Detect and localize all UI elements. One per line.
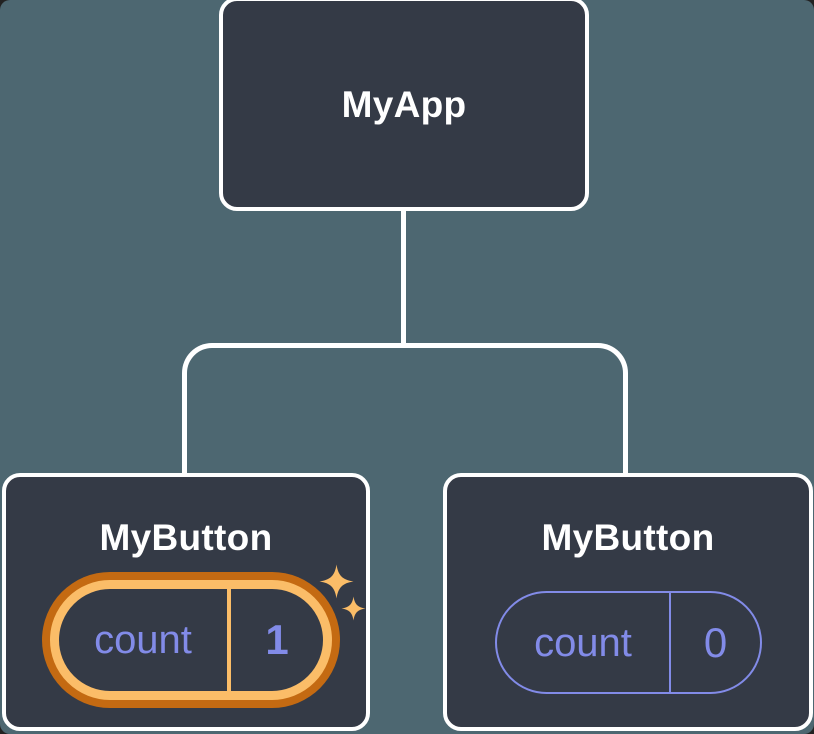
state-pill-plain: count 0 bbox=[495, 591, 762, 694]
node-mybutton-left: MyButton count 1 bbox=[2, 473, 370, 731]
node-mybutton-right-label: MyButton bbox=[541, 517, 715, 558]
node-mybutton-left-label: MyButton bbox=[99, 517, 273, 558]
node-myapp: MyApp bbox=[219, 0, 589, 211]
connector-branch-bracket bbox=[182, 343, 628, 473]
node-mybutton-right: MyButton count 0 bbox=[443, 473, 813, 731]
connector-root-stem bbox=[401, 205, 406, 346]
node-myapp-label: MyApp bbox=[341, 83, 467, 125]
sparkles-icon bbox=[319, 564, 366, 621]
pill-divider bbox=[669, 593, 671, 692]
state-pill-highlighted: count 1 bbox=[50, 580, 332, 700]
state-value: 1 bbox=[265, 616, 289, 663]
state-key-label: count bbox=[94, 618, 192, 662]
pill-divider bbox=[227, 589, 231, 691]
state-key-label: count bbox=[534, 620, 632, 665]
state-value: 0 bbox=[703, 618, 728, 666]
